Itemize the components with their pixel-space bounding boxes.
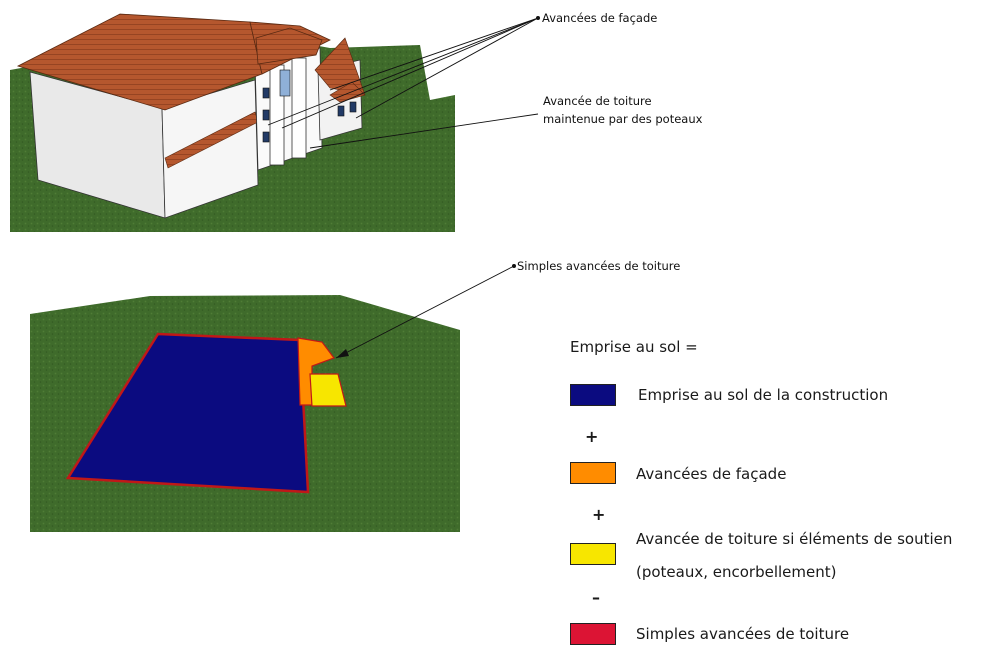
window <box>262 109 270 121</box>
legend-swatch-simple-roof <box>570 623 616 645</box>
legend-swatch-facade <box>570 462 616 484</box>
callout-roof-posts-line2: maintenue par des poteaux <box>543 112 703 126</box>
house-front-wall <box>161 79 259 219</box>
callout-dot <box>512 264 516 268</box>
legend-title: Emprise au sol = <box>570 338 698 356</box>
callout-facade: Avancées de façade <box>542 11 658 25</box>
window <box>349 101 357 113</box>
footprint-roof-projection-supported <box>309 373 347 407</box>
legend-label-construction: Emprise au sol de la construction <box>638 386 889 404</box>
callout-roof-posts-line1: Avancée de toiture <box>543 94 652 108</box>
callout-simple-roof: Simples avancées de toiture <box>517 259 681 273</box>
window <box>337 105 345 117</box>
legend-operator-plus: + <box>585 427 599 446</box>
legend-operator-minus: – <box>592 588 600 607</box>
legend-swatch-roof-supported <box>570 543 616 565</box>
legend-swatch-construction <box>570 384 616 406</box>
window <box>279 69 291 97</box>
legend-label-roof-supported-line2: (poteaux, encorbellement) <box>636 563 837 581</box>
arrow-head <box>336 349 349 358</box>
window <box>262 131 270 143</box>
legend-label-roof-supported-line1: Avancée de toiture si éléments de soutie… <box>636 530 953 548</box>
footprint-main <box>65 332 310 494</box>
legend-operator-plus: + <box>592 505 606 524</box>
footprint-scene <box>30 295 460 532</box>
callout-lines-top <box>267 17 539 149</box>
callout-line-bottom <box>335 265 515 359</box>
callout-dot <box>536 16 540 20</box>
footprint-facade-projection <box>297 337 335 406</box>
legend-label-simple-roof: Simples avancées de toiture <box>636 625 850 643</box>
window <box>262 87 270 99</box>
legend-label-facade: Avancées de façade <box>636 465 787 483</box>
tower-pillar-2 <box>291 57 307 159</box>
house-scene <box>10 13 455 232</box>
tower-roof <box>255 27 323 65</box>
